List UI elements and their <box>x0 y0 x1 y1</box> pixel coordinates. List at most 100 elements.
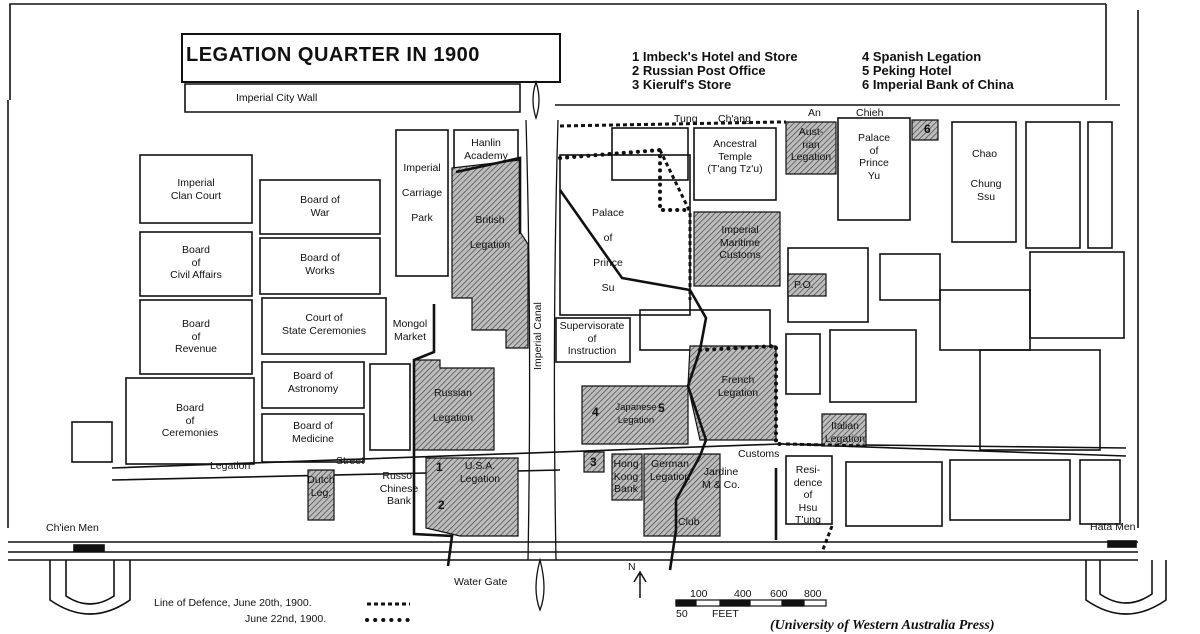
marker-number: 6 <box>924 122 931 136</box>
key-item: 5 Peking Hotel <box>862 63 952 78</box>
key-item: 1 Imbeck's Hotel and Store <box>632 49 798 64</box>
block-war <box>259 179 381 235</box>
map-title: LEGATION QUARTER IN 1900 <box>186 44 480 66</box>
label-british: British Legation <box>469 214 511 251</box>
imperial-city-wall <box>184 83 521 113</box>
block-medicine <box>261 413 365 463</box>
label-carriage-park: Imperial Carriage Park <box>401 162 443 224</box>
label-legation-street-1: Legation <box>210 460 251 472</box>
scale-tick: 400 <box>734 588 752 600</box>
label-prince-yu: Palace of Prince Yu <box>857 132 891 182</box>
city-wall-outline <box>7 3 1139 528</box>
label-prince-su: Palace of Prince Su <box>591 207 625 294</box>
label-ancestral: Ancestral Temple (T'ang Tz'u) <box>707 138 763 175</box>
key-left: 1 Imbeck's Hotel and Store 2 Russian Pos… <box>632 50 798 92</box>
label-state-ceremonies: Court of State Ceremonies <box>281 312 367 337</box>
label-italian: Italian Legation <box>824 420 866 445</box>
german-legation-area <box>643 453 721 537</box>
label-maritime: Imperial Maritime Customs <box>719 224 761 261</box>
label-tung: Tung <box>674 113 698 125</box>
key-item: 4 Spanish Legation <box>862 49 982 64</box>
label-revenue: Board of Revenue <box>174 318 218 355</box>
block-clan-court <box>139 154 253 224</box>
legend-label-june-22: June 22nd, 1900. <box>245 613 327 625</box>
austrian-legation-area <box>785 121 837 175</box>
scale-tick: 100 <box>690 588 708 600</box>
block-ancestral-temple <box>693 127 777 201</box>
title-box <box>181 33 561 83</box>
label-civil-affairs: Board of Civil Affairs <box>170 244 222 281</box>
french-legation-area <box>687 345 777 441</box>
label-austrian: Aust- rian Legation <box>790 126 832 163</box>
marker-number: 3 <box>590 455 597 469</box>
label-water-gate: Water Gate <box>454 576 508 588</box>
label-chieh: Chieh <box>856 107 884 119</box>
block-chao <box>951 121 1017 243</box>
scale-tick: 600 <box>770 588 788 600</box>
defence-line-june-22 <box>558 147 788 446</box>
marker-number: 2 <box>438 498 445 512</box>
label-supervisorate: Supervisorate of Instruction <box>559 320 625 357</box>
hata-men-gate <box>1085 560 1167 615</box>
block-supervisorate <box>555 317 631 363</box>
block-works <box>259 237 381 295</box>
label-war: Board of War <box>300 194 340 219</box>
label-dutch: Dutch Leg. <box>307 474 335 499</box>
block-prince-yu <box>837 117 911 221</box>
label-chien-men: Ch'ien Men <box>46 522 99 534</box>
label-hongkong: Hong Kong Bank <box>613 458 639 495</box>
label-chang: Ch'ang <box>718 113 751 125</box>
usa-legation-area <box>425 457 519 537</box>
label-hata-men: Hata Men <box>1090 521 1136 533</box>
label-medicine: Board of Medicine <box>291 420 335 445</box>
japanese-legation-area <box>581 385 689 445</box>
label-astronomy: Board of Astronomy <box>287 370 339 395</box>
block-hsu-tung <box>785 455 833 525</box>
hongkong-bank-area <box>611 453 643 501</box>
block-ceremonies <box>125 377 255 465</box>
label-ceremonies: Board of Ceremonies <box>161 402 219 439</box>
block-carriage-park <box>395 129 449 277</box>
imperial-canal <box>525 79 559 612</box>
label-russian: Russian Legation <box>432 387 474 424</box>
credit-line: (University of Western Australia Press) <box>770 618 995 633</box>
label-imperial-city-wall: Imperial City Wall <box>236 92 318 104</box>
marker-number: 4 <box>592 405 599 419</box>
label-russo-chinese: Russo- Chinese Bank <box>379 470 419 507</box>
marker-number: 5 <box>658 401 665 415</box>
key-item: 3 Kierulf's Store <box>632 77 732 92</box>
label-usa: U.S.A. Legation <box>459 460 501 485</box>
label-clan-court: Imperial Clan Court <box>170 177 222 202</box>
block-state-ceremonies <box>261 297 387 355</box>
block-astronomy <box>261 361 365 409</box>
label-legation-street-2: Street <box>336 455 365 467</box>
block-revenue <box>139 299 253 375</box>
label-german: German Legation <box>649 458 691 483</box>
label-french: French Legation <box>717 374 759 399</box>
label-jardine: Jardine M & Co. <box>702 466 740 491</box>
label-an: An <box>808 107 821 119</box>
label-po: P.O. <box>794 279 814 291</box>
key-item: 6 Imperial Bank of China <box>862 77 1014 92</box>
label-customs: Customs <box>738 448 780 460</box>
label-mongol: Mongol Market <box>392 318 428 343</box>
label-north: N <box>628 561 636 573</box>
label-chao: Chao <box>972 148 998 160</box>
label-works: Board of Works <box>300 252 340 277</box>
scale-tick: 800 <box>804 588 822 600</box>
po-area <box>787 273 827 297</box>
scale-unit: FEET <box>712 608 739 620</box>
dutch-legation-area <box>307 469 335 521</box>
label-chung-ssu: Chung Ssu <box>970 178 1002 203</box>
legend-label-june-20: Line of Defence, June 20th, 1900. <box>154 597 312 609</box>
label-japanese: Japanese Legation <box>615 402 657 426</box>
chien-men-gate <box>49 560 131 615</box>
defence-line-solid <box>412 156 778 571</box>
label-canal: Imperial Canal <box>532 302 544 370</box>
label-hsu-tung: Resi- dence of Hsu T'ung <box>793 464 823 526</box>
key-right: 4 Spanish Legation 5 Peking Hotel 6 Impe… <box>862 50 1014 92</box>
scale-start: 50 <box>676 608 688 620</box>
label-hanlin: Hanlin Academy <box>464 137 508 162</box>
key-item: 2 Russian Post Office <box>632 63 766 78</box>
